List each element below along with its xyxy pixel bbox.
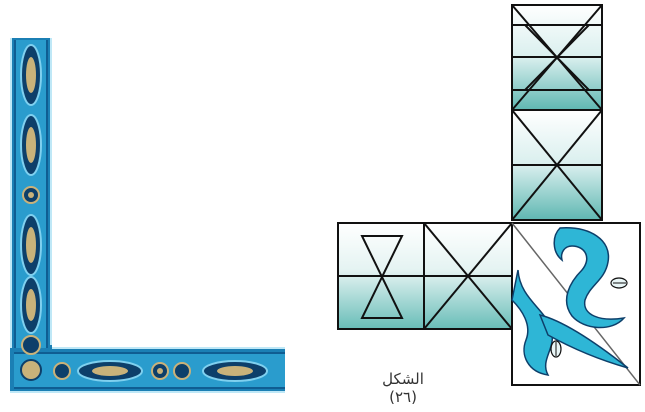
horizontal-ornament-cartouches (54, 361, 267, 381)
figure-caption: الشكل (٢٦) (368, 370, 438, 406)
corner-ornamental-border (10, 38, 285, 393)
tile-middle (512, 110, 602, 220)
tile-bottom-center (424, 223, 512, 329)
tile-top (512, 5, 602, 110)
tile-bottom-left (338, 223, 424, 329)
arabesque-leaf-motif (512, 223, 640, 385)
